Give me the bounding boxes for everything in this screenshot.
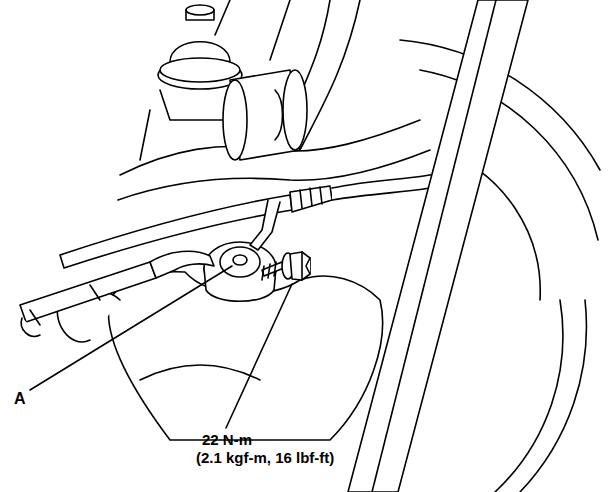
wrench xyxy=(20,251,214,336)
mounting-bolt xyxy=(262,252,310,280)
damper-strut xyxy=(348,0,528,492)
torque-value: 22 N-m xyxy=(202,432,252,449)
ball-joint xyxy=(140,5,255,160)
brake-hose xyxy=(60,170,452,268)
upper-arm xyxy=(118,0,430,200)
leader-line xyxy=(30,266,232,390)
torque-value-conversion: (2.1 kgf-m, 16 lbf-ft) xyxy=(196,450,334,467)
part-callout: A xyxy=(14,390,26,408)
leader-lines xyxy=(30,266,292,428)
knuckle xyxy=(57,242,382,440)
arm-bushing xyxy=(223,70,307,160)
leader-line xyxy=(226,284,292,428)
